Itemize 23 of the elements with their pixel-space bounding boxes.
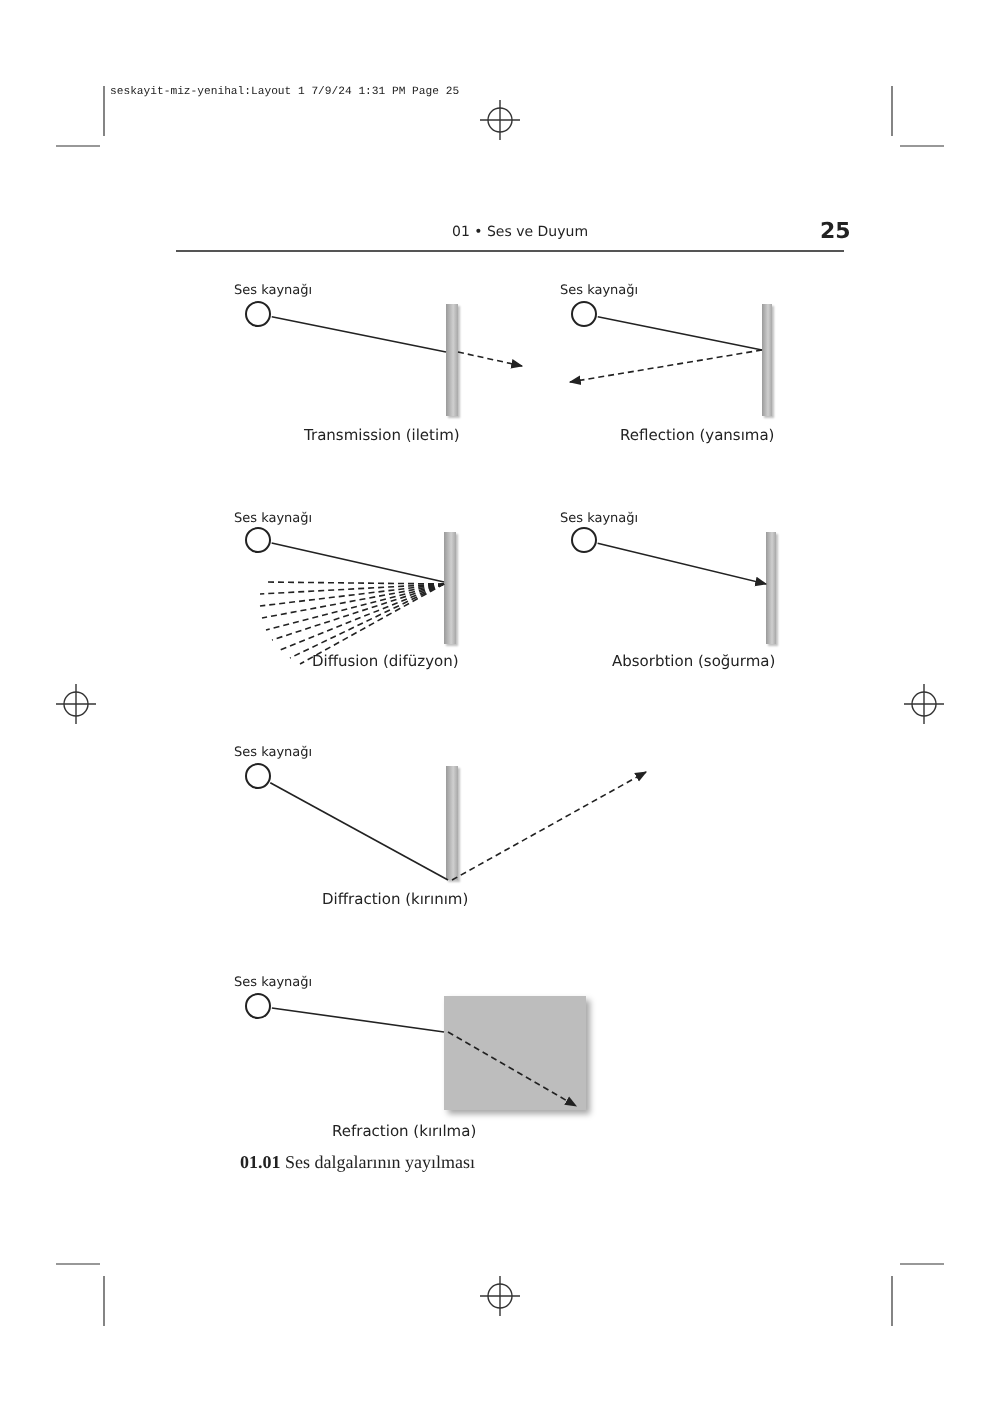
sound-ray: [269, 781, 449, 881]
sound-ray-arrow: [596, 542, 768, 587]
page-number: 25: [820, 218, 851, 244]
figure-caption: 01.01 Ses dalgalarının yayılması: [240, 1152, 475, 1172]
sound-ray: [270, 542, 445, 583]
sound-ray: [270, 315, 447, 353]
sound-ray: [265, 583, 445, 631]
sound-ray: [596, 315, 763, 351]
wall-panel: [446, 766, 458, 880]
sound-ray-arrow: [451, 771, 648, 881]
sound-ray: [259, 583, 445, 595]
sound-ray: [271, 1007, 445, 1033]
wall-panel: [446, 304, 458, 416]
sound-ray: [279, 583, 445, 651]
wall-panel: [444, 532, 456, 644]
sound-ray: [271, 583, 445, 641]
wall-panel: [766, 532, 776, 644]
sound-ray-arrow: [457, 351, 524, 369]
wall-panel: [762, 304, 772, 416]
medium-block: [444, 996, 586, 1110]
sound-ray-arrow: [568, 349, 763, 385]
sound-ray-arrow: [447, 1031, 578, 1107]
sound-ray: [259, 583, 445, 607]
